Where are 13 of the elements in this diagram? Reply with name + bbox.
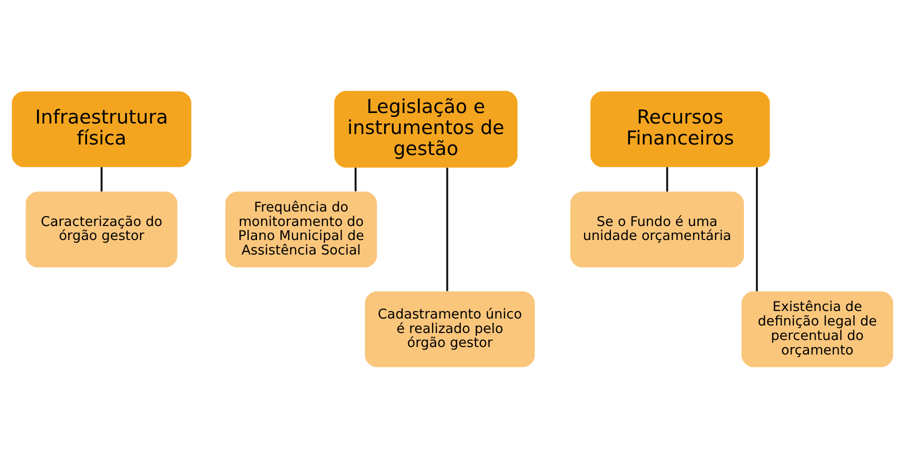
connector bbox=[354, 167, 357, 191]
connector bbox=[756, 166, 758, 291]
node-box: Se o Fundo é uma unidade orçamentária bbox=[570, 191, 744, 267]
node-box: Legislação e instrumentos de gestão bbox=[334, 90, 518, 168]
connector bbox=[446, 167, 448, 291]
node-box: Infraestrutura física bbox=[12, 90, 192, 167]
node-box: Caracterização do órgão gestor bbox=[26, 191, 178, 267]
node-box: Frequência do monitoramento do Plano Municipal de Assistência Social bbox=[225, 191, 377, 267]
node-box: Existência de definição legal de percentual do orçamento bbox=[742, 290, 894, 367]
node-box: Recursos Financeiros bbox=[590, 90, 770, 167]
connector bbox=[666, 166, 668, 192]
connector bbox=[100, 166, 103, 192]
node-box: Cadastramento único é realizado pelo órgão gestor bbox=[364, 290, 535, 367]
